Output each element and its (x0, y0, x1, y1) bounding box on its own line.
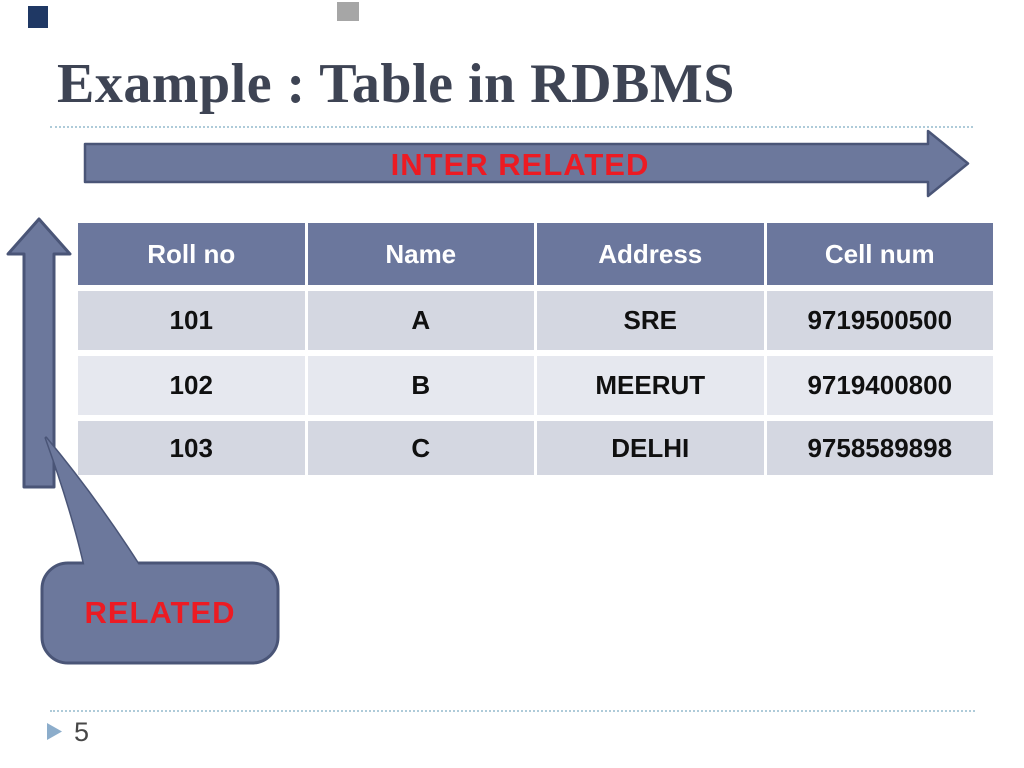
rdbms-table: Roll no Name Address Cell num 101 A SRE … (78, 223, 993, 475)
table-cell-address: DELHI (537, 421, 764, 475)
table-cell-name: A (307, 291, 534, 350)
column-header-cell-num: Cell num (766, 223, 993, 285)
deco-navy-square (28, 6, 48, 28)
table-cell-roll-no: 103 (78, 421, 305, 475)
deco-gray-square (337, 2, 359, 21)
column-header-name: Name (307, 223, 534, 285)
column-header-address: Address (537, 223, 764, 285)
table-cell-name: C (307, 421, 534, 475)
table-cell-roll-no: 101 (78, 291, 305, 350)
table-cell-address: MEERUT (537, 356, 764, 415)
column-header-roll-no: Roll no (78, 223, 305, 285)
table-cell-roll-no: 102 (78, 356, 305, 415)
page-number: 5 (74, 717, 90, 747)
related-up-arrow-shape (6, 217, 72, 489)
table-cell-name: B (307, 356, 534, 415)
title-divider-dotted-line (50, 126, 973, 128)
inter-related-label: INTER RELATED (390, 147, 650, 182)
callout-tail-join (46, 438, 140, 572)
callout-bubble-shape (40, 561, 280, 665)
table-cell-address: SRE (537, 291, 764, 350)
page-marker-triangle-icon (47, 723, 62, 740)
table-cell-cell-num: 9719500500 (766, 291, 993, 350)
footer-divider-dotted-line (50, 710, 975, 712)
slide-title: Example : Table in RDBMS (57, 53, 735, 115)
inter-related-right-arrow-shape (83, 129, 970, 198)
table-cell-cell-num: 9719400800 (766, 356, 993, 415)
related-callout-label: RELATED (84, 595, 236, 630)
table-cell-cell-num: 9758589898 (766, 421, 993, 475)
